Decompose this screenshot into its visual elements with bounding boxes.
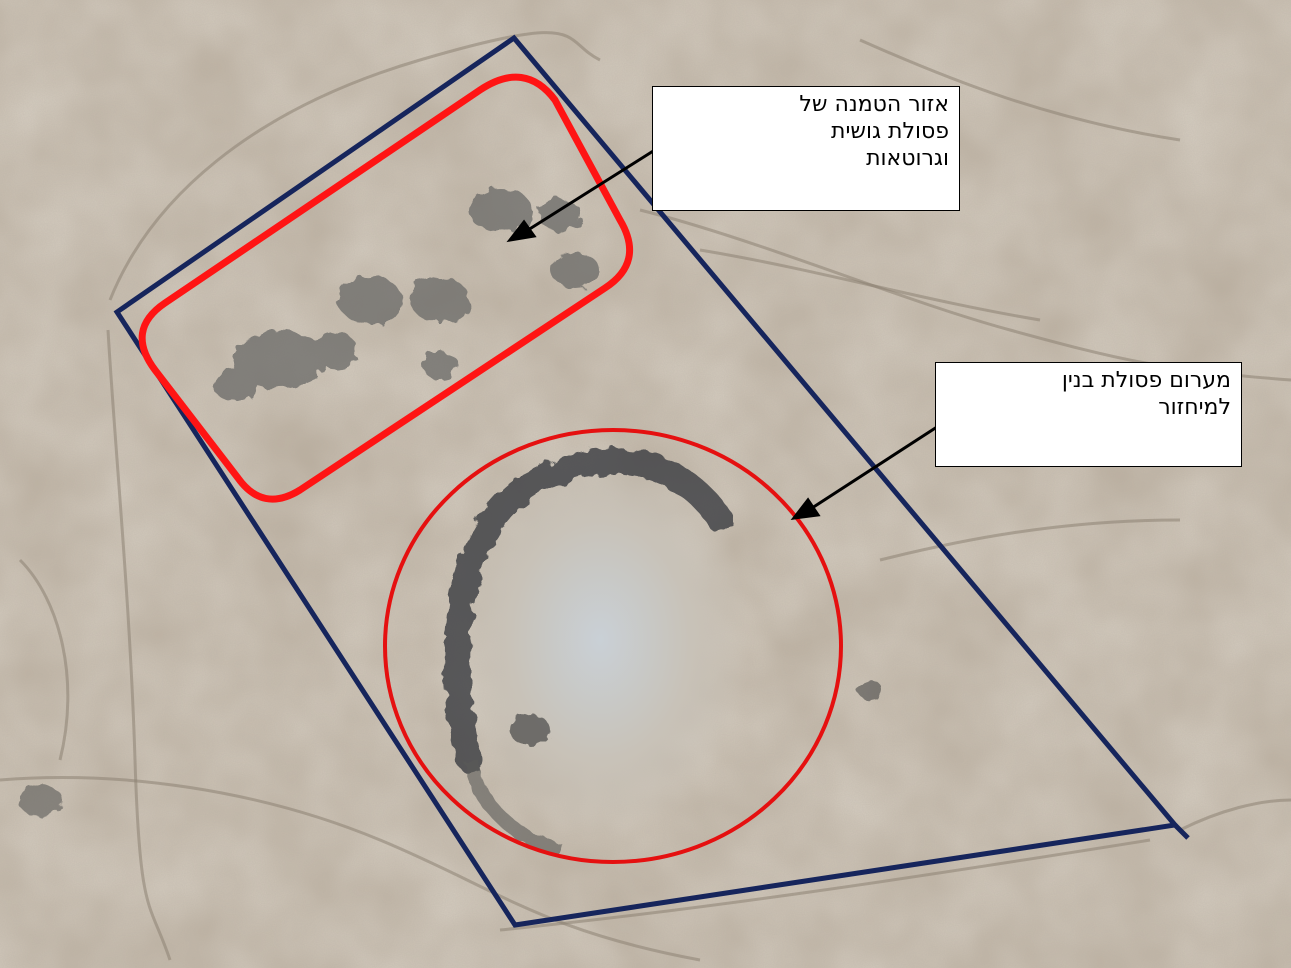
dirt-tracks — [0, 31, 1291, 962]
site-boundary-corner-extension — [1173, 823, 1190, 840]
construction-arrow-head — [790, 497, 821, 520]
landfill-callout-line-1: אזור הטמנה של — [799, 92, 949, 117]
debris-mounds — [213, 188, 599, 401]
landfill-callout-box: אזור הטמנה של פסולת גושית וגרוטאות — [652, 86, 960, 211]
landfill-callout-line-3: וגרוטאות — [866, 146, 949, 171]
landfill-zone-outline — [138, 73, 634, 503]
construction-callout-box: מערום פסולת בנין למיחזור — [935, 362, 1242, 467]
construction-callout-line-1: מערום פסולת בנין — [1061, 368, 1231, 393]
landfill-callout-line-2: פסולת גושית — [831, 119, 949, 144]
landfill-arrow-head — [506, 219, 537, 243]
construction-callout-line-2: למיחזור — [1158, 395, 1231, 420]
construction-arrow-shaft — [811, 423, 941, 510]
arrows — [506, 146, 941, 520]
landfill-arrow-shaft — [527, 146, 659, 232]
construction-pile — [18, 440, 882, 857]
construction-zone-outline — [383, 428, 843, 864]
